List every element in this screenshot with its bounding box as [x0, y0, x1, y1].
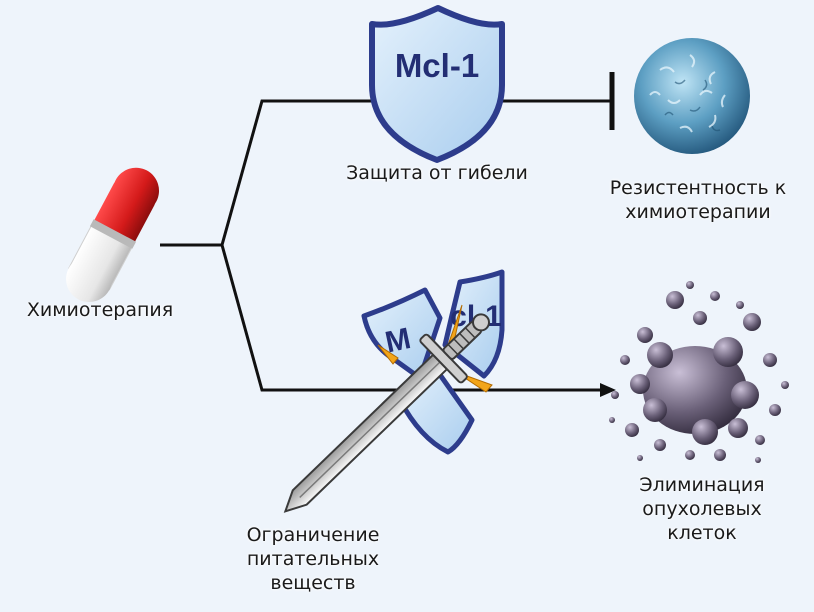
restriction-label-line2: питательных: [246, 548, 380, 570]
restriction-label-line3: веществ: [270, 572, 356, 594]
arrow-head: [600, 383, 616, 397]
elimination-label: Элиминация опухолевых клеток: [618, 473, 786, 545]
protection-label: Защита от гибели: [330, 161, 544, 185]
shield-icon: Mcl-1: [369, 5, 505, 163]
shield-label: Mcl-1: [395, 47, 479, 84]
restriction-label: Ограничение питательных веществ: [238, 523, 388, 595]
cell-icon: [634, 38, 750, 154]
pill-icon: [66, 167, 160, 303]
resistance-label-line2: химиотерапии: [625, 201, 771, 223]
elimination-label-line1: Элиминация: [639, 474, 765, 496]
elimination-label-line3: клеток: [667, 522, 737, 544]
sword-icon: [283, 313, 491, 513]
chemo-label-text: Химиотерапия: [26, 299, 174, 321]
chemo-label: Химиотерапия: [22, 298, 178, 322]
protection-label-text: Защита от гибели: [346, 162, 528, 184]
broken-shield-left-piece: [361, 287, 443, 381]
resistance-label-line1: Резистентность к: [609, 177, 787, 199]
restriction-label-line1: Ограничение: [246, 524, 380, 546]
dying-cell-icon: [609, 281, 789, 463]
fork-upper-line: [220, 99, 380, 246]
elimination-label-line2: опухолевых: [642, 498, 762, 520]
resistance-label: Резистентность к химиотерапии: [600, 176, 796, 224]
